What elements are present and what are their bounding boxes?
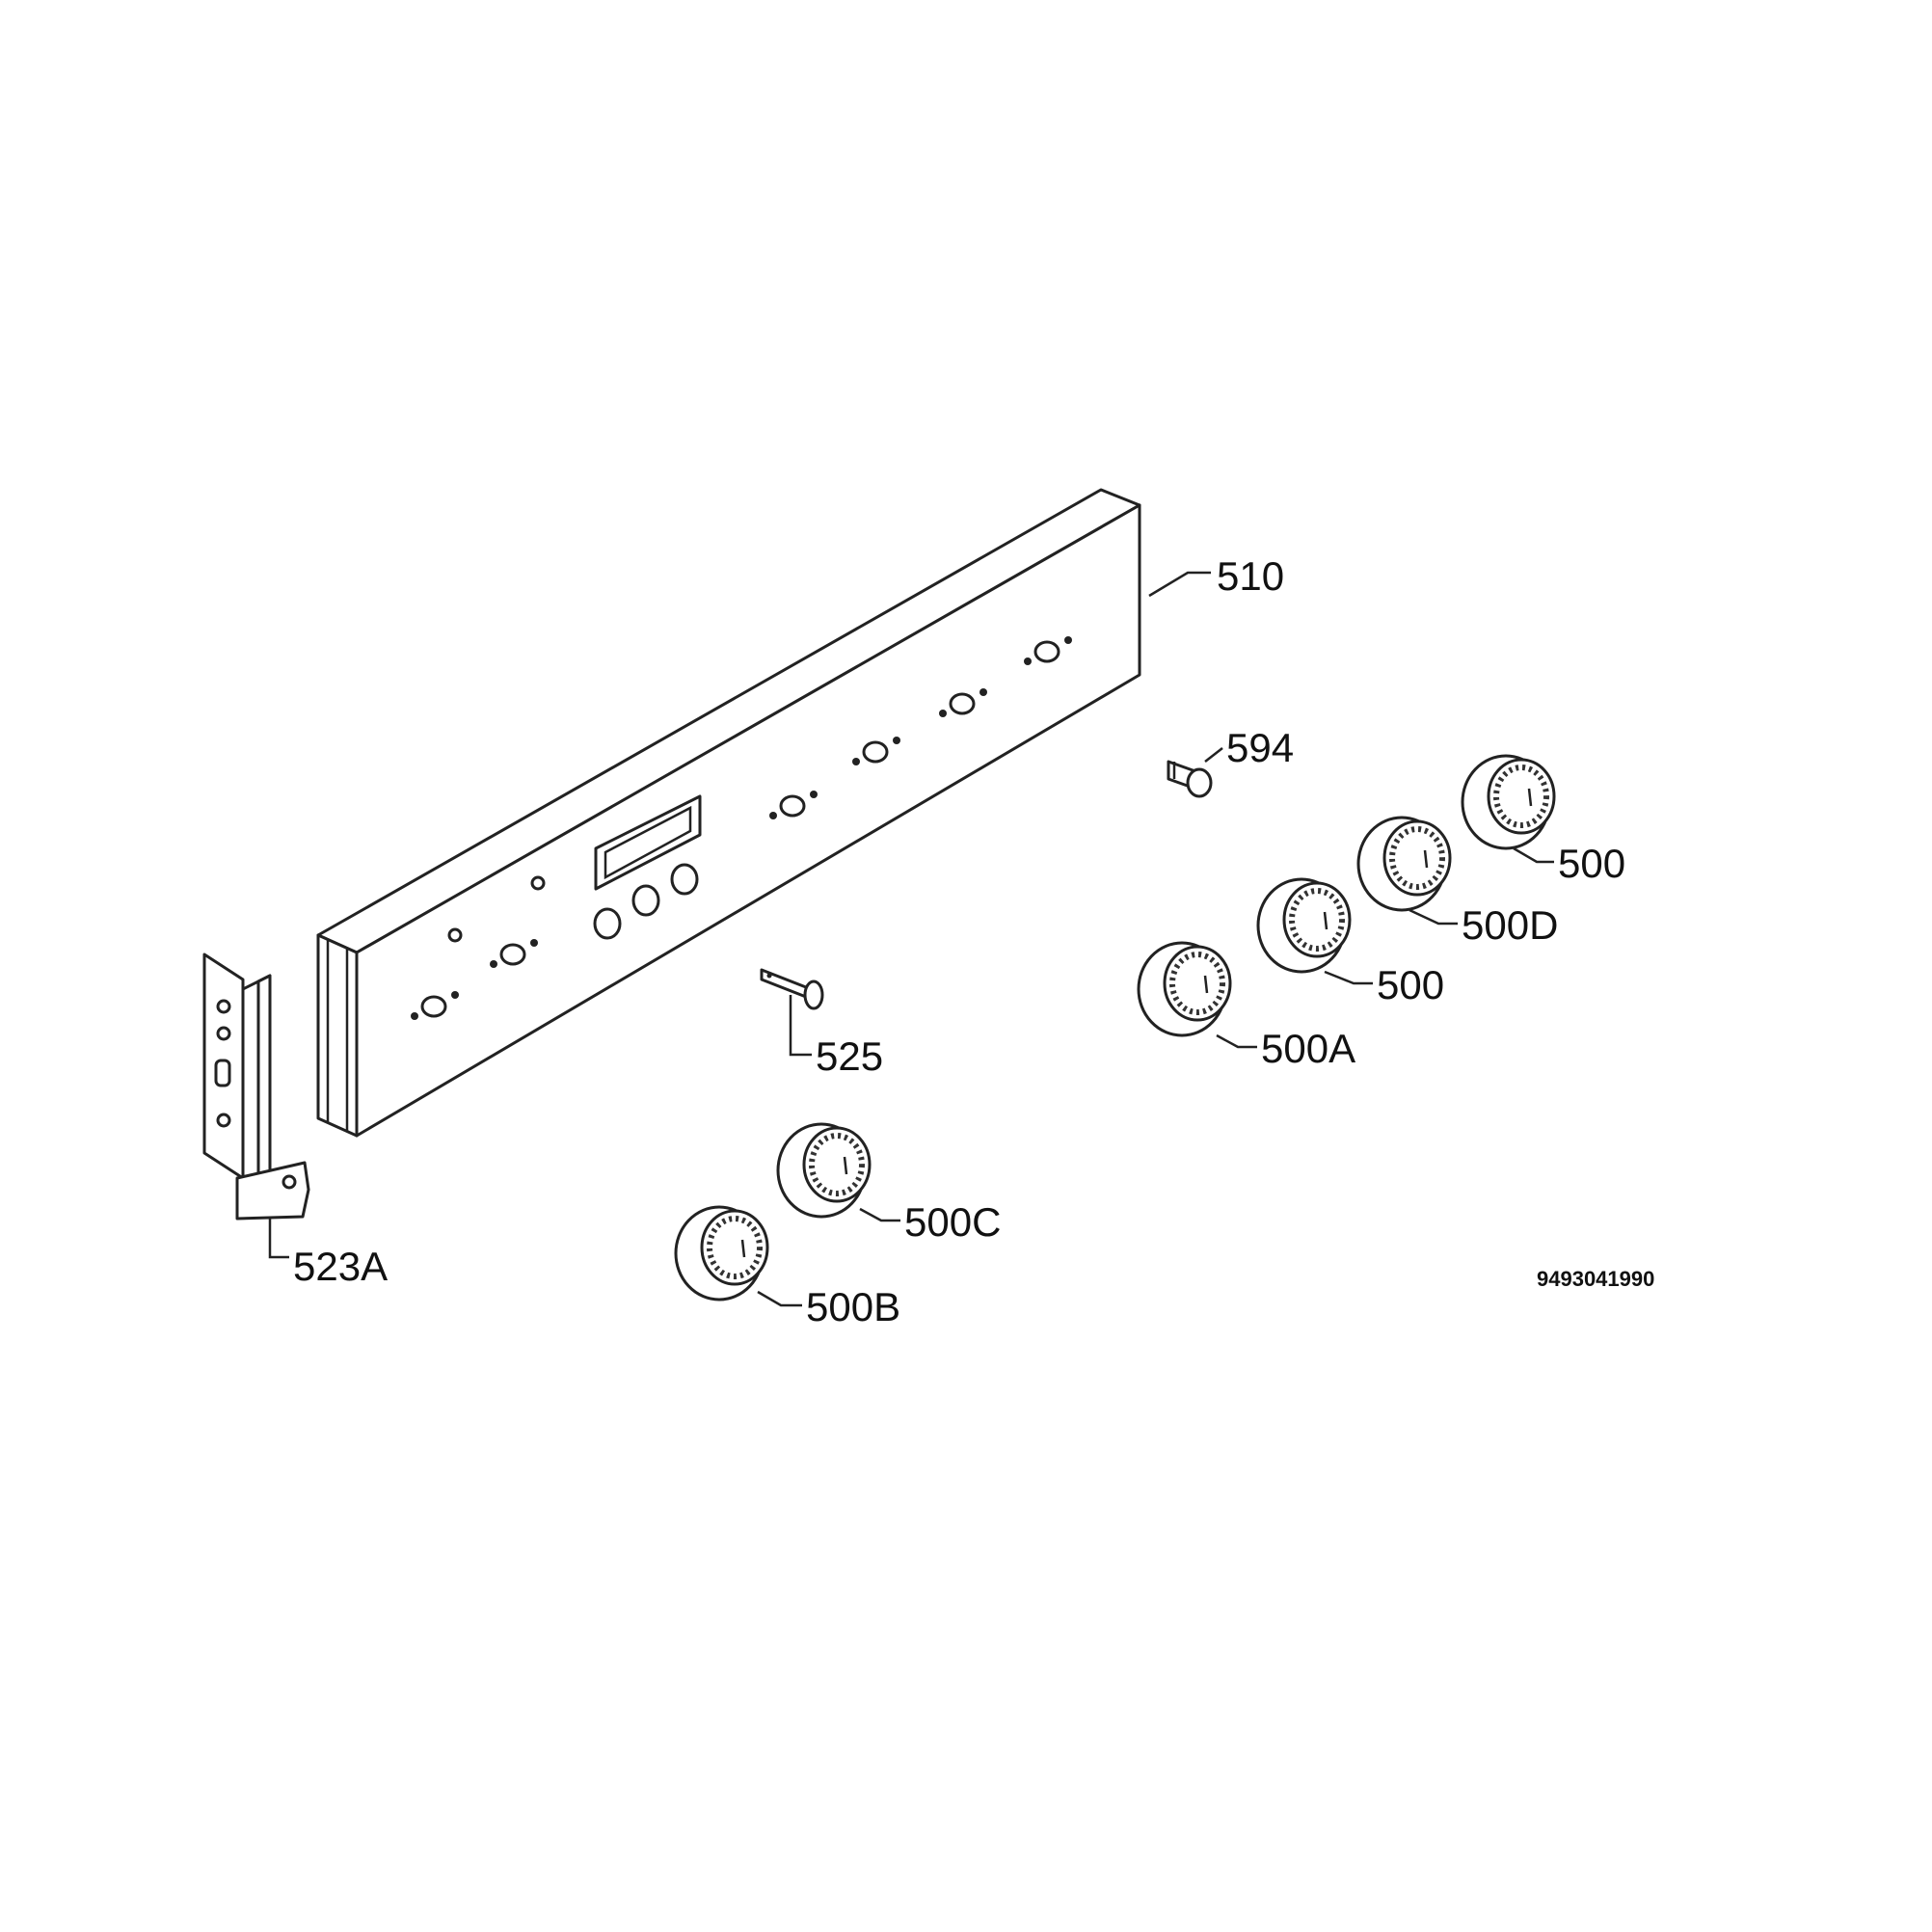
part-label-525: 525 [816,1033,883,1079]
leader-line [268,1219,289,1259]
knob-hole [411,991,459,1020]
panel-button-hole [593,907,622,940]
control-knob [1137,941,1232,1037]
knob-hole [852,737,900,765]
pin [1167,760,1213,798]
part-label-500d: 500D [1462,902,1558,948]
leader-line [1204,747,1223,763]
knob-hole [769,791,818,819]
control-knob [674,1205,769,1301]
control-knob [1356,816,1452,912]
knob-hole [939,688,987,717]
part-label-500-middle: 500 [1377,962,1444,1007]
control-knob [1461,754,1556,850]
part-label-500b: 500B [806,1284,900,1329]
part-label-594: 594 [1226,725,1294,770]
leader-line [1148,571,1211,598]
control-panel [316,488,1141,1138]
panel-button-hole [631,884,660,917]
leader-line [859,1207,900,1222]
part-label-500c: 500C [904,1199,1001,1245]
bracket [202,953,310,1221]
leader-line [1409,908,1458,926]
part-label-500-top: 500 [1558,841,1625,886]
leader-line [1324,970,1373,985]
leader-line [1513,846,1554,864]
stud [760,968,824,1010]
display-window [594,794,702,891]
part-label-510: 510 [1217,553,1284,599]
panel-button-hole [670,863,699,896]
part-label-523a: 523A [293,1244,388,1289]
leader-line [1216,1033,1257,1049]
control-knob [1256,877,1352,974]
leader-line [789,995,812,1057]
leader-line [757,1290,802,1307]
knob-hole [490,939,538,968]
document-number: 9493041990 [1537,1267,1654,1291]
indicator-hole [530,875,546,891]
part-label-500a: 500A [1261,1026,1355,1071]
indicator-hole [447,927,463,943]
control-knob [776,1122,872,1219]
knob-hole [1024,636,1072,665]
